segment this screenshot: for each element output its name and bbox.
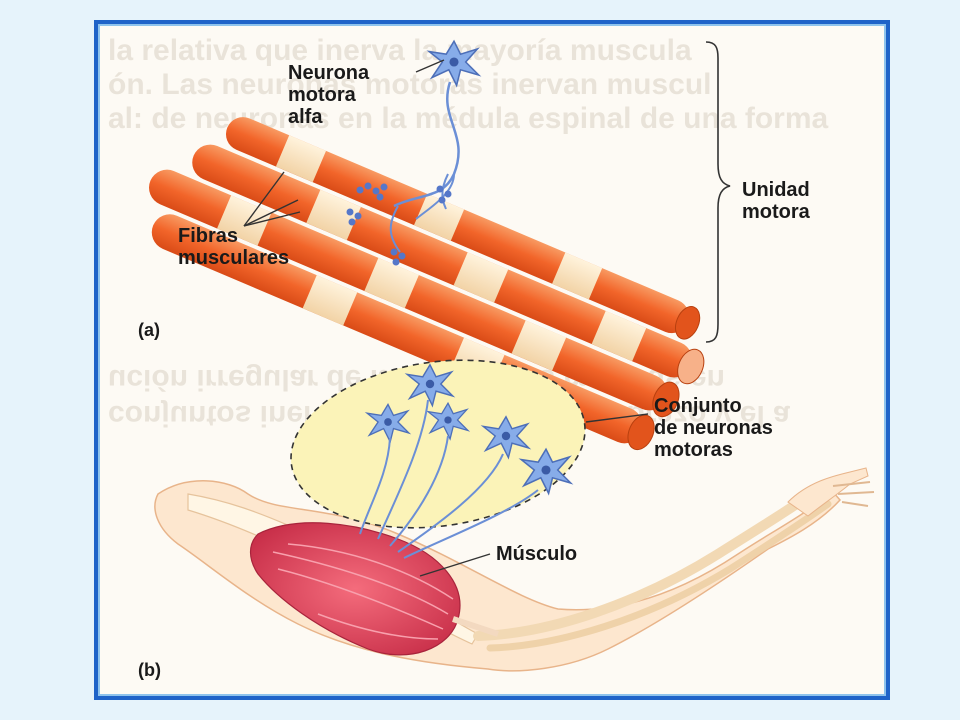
muscle-label: Músculo: [419, 543, 577, 577]
svg-text:Unidad: Unidad: [742, 179, 810, 201]
svg-text:motora: motora: [288, 84, 357, 106]
panel-a-tag: (a): [138, 320, 160, 340]
svg-text:Neurona: Neurona: [288, 62, 370, 84]
svg-text:la relativa que inerva la mayo: la relativa que inerva la mayoría muscul…: [108, 34, 692, 67]
muscle-fiber-bundle: [149, 117, 705, 451]
alpha-motor-neuron: [346, 40, 480, 266]
svg-text:motora: motora: [742, 201, 811, 223]
svg-text:motoras: motoras: [654, 439, 733, 461]
muscle-fiber: [192, 144, 693, 378]
curly-bracket: [705, 41, 731, 343]
svg-text:Músculo: Músculo: [496, 543, 577, 565]
neuromuscular-junctions: [346, 182, 452, 266]
panel-b-tag: (b): [138, 660, 161, 680]
fibers-label: Fibras musculares: [178, 171, 301, 269]
fiber-cross-sections: [627, 306, 705, 451]
muscle-fiber: [225, 117, 689, 334]
diagram-frame: la relativa que inerva la mayoría muscul…: [94, 20, 890, 700]
motor-unit-diagram: la relativa que inerva la mayoría muscul…: [108, 34, 875, 680]
svg-text:Conjunto: Conjunto: [654, 395, 742, 417]
neuron-label: Neurona motora alfa: [288, 59, 445, 128]
biceps-muscle: [249, 522, 461, 656]
svg-text:alfa: alfa: [288, 106, 323, 128]
svg-text:Fibras: Fibras: [178, 225, 238, 247]
svg-text:musculares: musculares: [178, 247, 289, 269]
svg-text:de neuronas: de neuronas: [654, 417, 773, 439]
motor-axons: [359, 399, 539, 559]
motor-neuron-pool: [290, 359, 586, 559]
motor-unit-label: Unidad motora: [742, 179, 811, 223]
svg-text:ón. Las neuronas motoras inerv: ón. Las neuronas motoras inervan muscul: [108, 68, 712, 101]
svg-text:al: de neuronas en la médula e: al: de neuronas en la médula espinal de …: [108, 102, 829, 135]
pool-label: Conjunto de neuronas motoras: [585, 395, 773, 461]
